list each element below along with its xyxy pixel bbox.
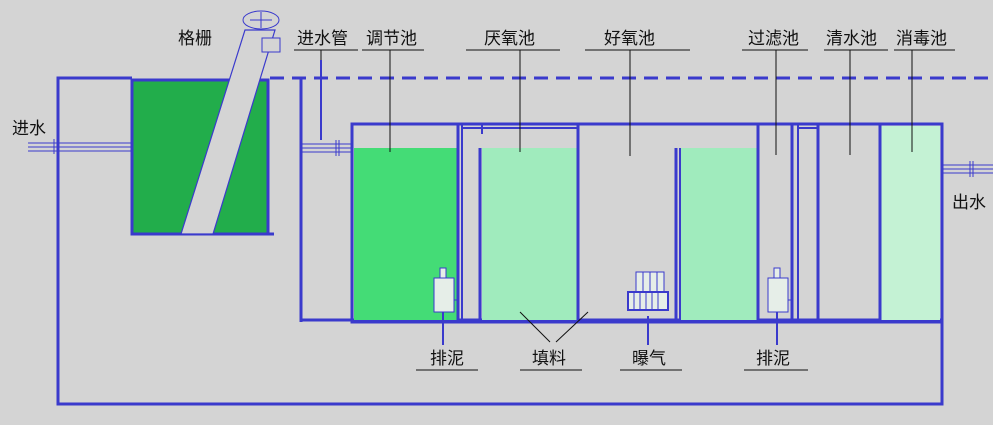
sludge-right-label: 排泥 — [756, 349, 790, 369]
grille-label: 格栅 — [178, 29, 212, 49]
filler-label: 填料 — [532, 349, 566, 369]
inlet-pipe-valve — [53, 139, 58, 154]
aerobic-tank-label: 好氧池 — [604, 29, 655, 49]
grille-screen — [180, 29, 276, 235]
outlet-pipe — [942, 161, 993, 177]
inlet-pipe — [28, 142, 132, 152]
aerobic-tank-media — [680, 148, 758, 320]
disinfection-tank-label: 消毒池 — [896, 29, 947, 49]
sludge-left-label: 排泥 — [430, 349, 464, 369]
clear-water-tank-label: 清水池 — [826, 29, 877, 49]
grille-top-block — [261, 37, 281, 53]
anoxic-tank-water — [482, 148, 578, 320]
outer-loop-pipe — [56, 76, 944, 406]
regulating-tank-label: 调节池 — [366, 29, 417, 49]
inlet-label: 进水 — [12, 119, 46, 139]
partition-walls — [456, 124, 882, 322]
leader-lines — [294, 49, 955, 371]
sludge-pump-right-icon — [767, 267, 792, 345]
inlet-pipe-label: 进水管 — [297, 29, 348, 49]
aeration-label: 曝气 — [632, 349, 666, 369]
disinfection-tank-water — [880, 126, 940, 320]
sludge-pump-left-icon — [433, 267, 458, 345]
aerator-icon — [627, 271, 669, 345]
transfer-pipe-horizontal — [301, 140, 352, 156]
outlet-label: 出水 — [952, 193, 986, 213]
anoxic-tank-label: 厌氧池 — [484, 29, 535, 49]
filter-tank-label: 过滤池 — [748, 29, 799, 49]
